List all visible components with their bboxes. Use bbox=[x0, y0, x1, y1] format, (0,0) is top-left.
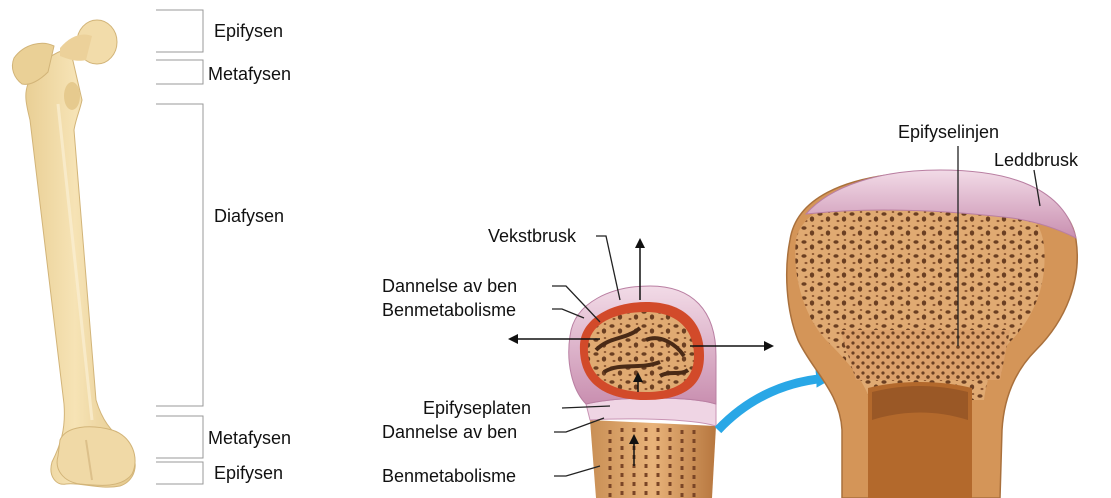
label-bone-formation-1: Dannelse av ben bbox=[382, 276, 517, 296]
bracket-diaphysis bbox=[156, 104, 203, 406]
label-metaphysis-top: Metafysen bbox=[208, 64, 291, 84]
bracket-epiphysis-top bbox=[156, 10, 203, 52]
label-growth-cartilage: Vekstbrusk bbox=[488, 226, 577, 246]
bracket-epiphysis-bottom bbox=[156, 462, 203, 484]
femur-brackets bbox=[156, 10, 203, 484]
label-epiphyseal-line: Epifyselinjen bbox=[898, 122, 999, 142]
label-epiphyseal-plate: Epifyseplaten bbox=[423, 398, 531, 418]
label-metaphysis-bottom: Metafysen bbox=[208, 428, 291, 448]
label-bone-metabolism-1: Benmetabolisme bbox=[382, 300, 516, 320]
bracket-metaphysis-top bbox=[156, 60, 203, 84]
label-bone-metabolism-2: Benmetabolisme bbox=[382, 466, 516, 486]
label-diaphysis: Diafysen bbox=[214, 206, 284, 226]
ossification-center bbox=[588, 312, 694, 392]
femur-illustration bbox=[12, 20, 135, 487]
label-bone-formation-2: Dannelse av ben bbox=[382, 422, 517, 442]
adult-bone-illustration bbox=[787, 146, 1078, 498]
transition-arrow bbox=[718, 378, 830, 430]
growing-bone-illustration bbox=[569, 286, 716, 498]
label-epiphysis-top: Epifysen bbox=[214, 21, 283, 41]
bracket-metaphysis-bottom bbox=[156, 416, 203, 458]
label-articular-cartilage: Leddbrusk bbox=[994, 150, 1079, 170]
femur-shaft bbox=[26, 48, 135, 487]
label-epiphysis-bottom: Epifysen bbox=[214, 463, 283, 483]
